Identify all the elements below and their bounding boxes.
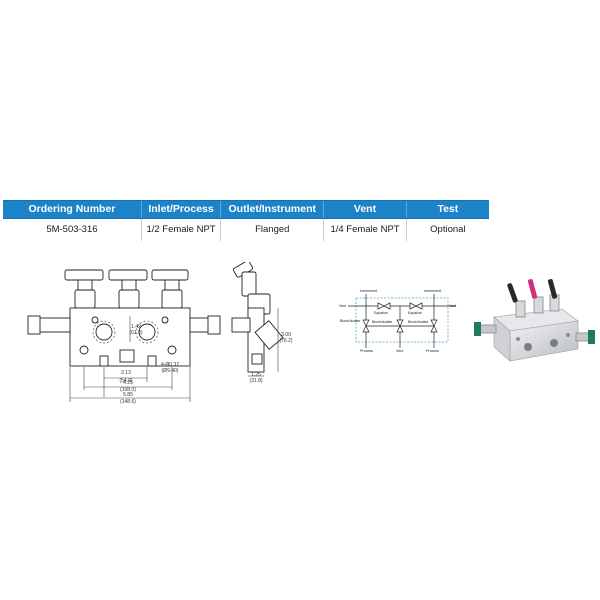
valve-schematic: Instrument Instrument Vent Vent Equalize… <box>339 289 456 353</box>
dim-5-85-mm: (148.6) <box>120 399 136 405</box>
dim-1-42-mm: (61.3) <box>129 330 142 336</box>
cell-inlet-process: 1/2 Female NPT <box>142 219 222 241</box>
label-vent-bottom: Vent <box>396 349 403 353</box>
dim-2-13-mm: (54.0) <box>119 378 132 384</box>
side-dim-width: 1.25 <box>251 372 261 378</box>
cell-vent: 1/4 Female NPT <box>324 219 407 241</box>
cell-outlet-instrument: Flanged <box>221 219 325 241</box>
side-dim-height-mm: (76.2) <box>279 338 292 344</box>
table-row: 5M-503-316 1/2 Female NPT Flanged 1/4 Fe… <box>3 219 489 241</box>
label-vent-right: Vent <box>449 304 456 308</box>
dim-1-42: 1.42 <box>131 324 141 330</box>
front-view-drawing: 1.42 (61.3) 2.13 (54.0) 4.25 (108.0) 5.8… <box>27 269 221 405</box>
dim-4-25-mm: (108.0) <box>120 387 136 393</box>
dim-hole-mm: (Ø9.40) <box>162 368 179 374</box>
label-equalize-left: Equalize <box>374 311 388 315</box>
manifold-product-photo <box>474 279 595 362</box>
header-vent: Vent <box>324 201 407 218</box>
header-ordering-number: Ordering Number <box>3 201 142 218</box>
label-block-mid: Block/Isolate <box>372 320 392 324</box>
cell-test: Optional <box>430 224 466 235</box>
side-dim-height: 3.00 <box>281 332 291 338</box>
dim-4-25: 4.25 <box>123 380 133 386</box>
side-view-drawing: 3.00 (76.2) 1.25 (31.8) <box>231 262 293 384</box>
label-block-left: Block/Isolate <box>340 319 360 323</box>
spec-table-header: Ordering Number Inlet/Process Outlet/Ins… <box>3 200 489 219</box>
label-equalize-right: Equalize <box>408 311 422 315</box>
cell-ordering-number: 5M-503-316 <box>3 219 142 241</box>
header-inlet-process: Inlet/Process <box>142 201 222 218</box>
label-process-right: Process <box>426 349 439 353</box>
dim-2-13: 2.13 <box>121 370 131 376</box>
label-block-right: Block/Isolate <box>408 320 428 324</box>
label-process-left: Process <box>360 349 373 353</box>
spec-table: Ordering Number Inlet/Process Outlet/Ins… <box>3 200 489 241</box>
side-dim-width-mm: (31.8) <box>249 378 262 384</box>
header-outlet-instrument: Outlet/Instrument <box>221 201 325 218</box>
dim-5-85: 5.85 <box>123 392 133 398</box>
dim-hole: 4-Ø0.37 <box>161 362 179 368</box>
label-vent-left: Vent <box>339 304 346 308</box>
header-test: Test <box>437 203 459 215</box>
label-instrument-right: Instrument <box>424 289 441 293</box>
label-instrument-left: Instrument <box>360 289 377 293</box>
